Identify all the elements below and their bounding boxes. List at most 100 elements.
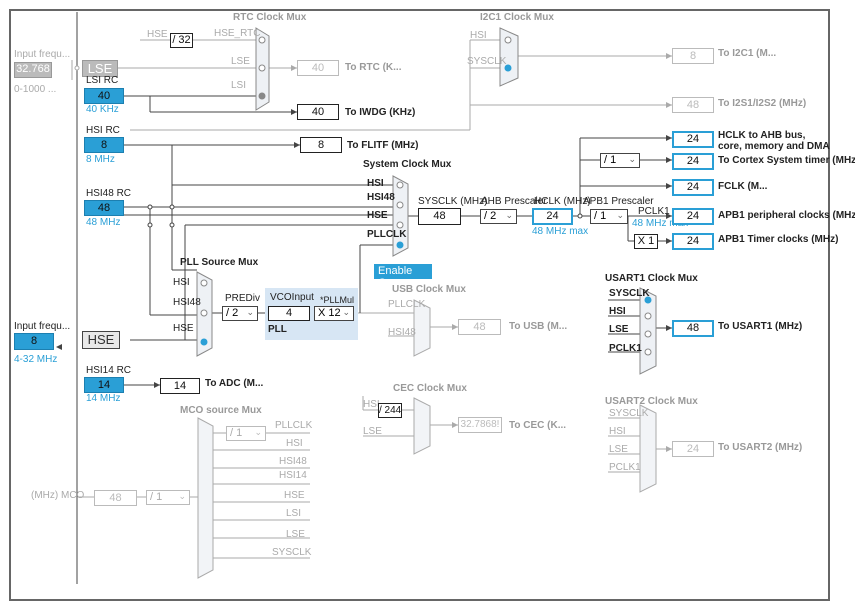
pll-hsi-label: HSI [173,277,190,288]
i2s-value: 48 [672,97,714,113]
lsi-unit: 40 KHz [86,104,119,115]
ahb-prescaler-select[interactable]: / 2⌄ [480,209,517,224]
hse-block: HSE [82,331,120,349]
lse-input-label: Input frequ... [14,49,71,60]
pll-mul-value: X 12 [318,307,341,319]
mco-output-divider-select[interactable]: / 1⌄ [146,490,190,505]
usb-output-label: To USB (M... [509,321,568,332]
cec-hsi-divider[interactable]: / 244 [378,403,402,418]
cortex-divider-select[interactable]: / 1⌄ [600,153,640,168]
usb-output-value: 48 [458,319,501,335]
mco-output-value: 48 [94,490,137,506]
i2c1-output-label: To I2C1 (M... [718,48,777,59]
cec-output-value: 32.7868! [458,417,502,433]
pll-hse-label: HSE [173,323,194,334]
mco-hsi14-label: HSI14 [279,470,307,481]
apb1-timer-multiplier: X 1 [634,234,658,249]
lse-input-field[interactable]: 32.768 [14,62,52,78]
rtc-output-value: 40 [297,60,339,76]
usart2-mux-title: USART2 Clock Mux [605,396,698,407]
mco-hsi-label: HSI [286,438,303,449]
mco-lse-label: LSE [286,529,305,540]
usart1-hsi-label: HSI [609,306,626,317]
rtc-hse-rtc-label: HSE_RTC [214,28,261,39]
sysclk-label: SYSCLK (MHz) [418,196,488,207]
hclk-input[interactable]: 24 [532,208,573,225]
hclk-ahb-label: HCLK to AHB bus, core, memory and DMA (M… [718,130,830,152]
mco-pll-divider-select[interactable]: / 1⌄ [226,426,266,441]
pclk1-label: PCLK1 [638,206,670,217]
ahb-prescaler-value: / 2 [484,210,497,222]
apb1-prescaler-value: / 1 [594,210,607,222]
sys-mux-hsi48-label: HSI48 [367,192,395,203]
fclk-label: FCLK (M... [718,181,768,192]
hse-input-field[interactable]: 8 [14,333,54,350]
iwdg-value: 40 [297,104,339,120]
sysclk-value: 48 [418,208,461,225]
rtc-mux-title: RTC Clock Mux [233,12,307,23]
i2c1-mux-title: I2C1 Clock Mux [480,12,554,23]
prediv-select[interactable]: / 2⌄ [222,306,258,321]
hsi14-unit: 14 MHz [86,393,121,404]
apb1-prescaler-label: APB1 Prescaler [583,196,654,207]
cec-hsi-label: HSI [363,399,380,410]
apb1-timer-value: 24 [672,233,714,250]
chevron-down-icon: ⌄ [246,307,254,317]
pll-source-mux-title: PLL Source Mux [180,257,259,268]
cec-mux-shape [413,397,431,455]
sys-mux-hsi-label: HSI [367,178,384,189]
usart1-sysclk-label: SYSCLK [609,288,650,299]
usb-mux-shape [413,299,431,357]
cec-mux-title: CEC Clock Mux [393,383,467,394]
usart2-sysclk-label: SYSCLK [609,408,649,419]
lsi-label: LSI RC [86,75,119,86]
cortex-timer-value: 24 [672,153,714,170]
hclk-max: 48 MHz max [532,226,589,237]
rtc-hse-label: HSE [147,29,168,40]
lse-block: LSE [82,60,118,77]
usart1-lse-label: LSE [609,324,629,335]
apb1-peripheral-value: 24 [672,208,714,225]
system-mux-title: System Clock Mux [363,159,452,170]
pll-hsi48-label: HSI48 [173,297,201,308]
mco-sysclk-label: SYSCLK [272,547,312,558]
usart2-hsi-label: HSI [609,426,626,437]
pll-mul-label: *PLLMul [320,295,355,305]
cec-output-label: To CEC (K... [509,420,567,431]
flitf-value: 8 [300,137,342,153]
pclk1-max: 48 MHz max [632,218,689,229]
hsi48-label: HSI48 RC [86,188,132,199]
apb1-timer-label: APB1 Timer clocks (MHz) [718,234,839,245]
usb-mux-title: USB Clock Mux [392,284,466,295]
chevron-down-icon: ⌄ [254,427,262,437]
hsi48-unit: 48 MHz [86,217,121,228]
lse-range: 0-1000 ... [14,84,57,95]
usart2-output-label: To USART2 (MHz) [718,442,803,453]
hsi-value: 8 [84,137,124,153]
apb1-prescaler-select[interactable]: / 1⌄ [590,209,628,224]
adc-label: To ADC (M... [205,378,264,389]
cec-lse-label: LSE [363,426,382,437]
mco-pllclk-label: PLLCLK [275,420,313,431]
mco-output-label: (MHz) MCO [31,490,85,501]
usart2-mux-shape [639,404,657,493]
rtc-hse-divider[interactable]: / 32 [170,33,193,48]
hse-range: 4-32 MHz [14,354,58,365]
hsi-label: HSI RC [86,125,120,136]
pll-mul-select[interactable]: X 12⌄ [314,306,354,321]
usart2-output-value: 24 [672,441,714,457]
i2s-label: To I2S1/I2S2 (MHz) [718,98,807,109]
mco-mux-shape [197,417,214,579]
hsi14-value: 14 [84,377,124,393]
enable-css-button[interactable]: Enable C... [374,264,432,289]
hsi-unit: 8 MHz [86,154,115,165]
sys-mux-hse-label: HSE [367,210,388,221]
hclk-label: HCLK (MHz) [534,196,591,207]
i2c1-output-value: 8 [672,48,714,64]
flitf-label: To FLITF (MHz) [347,140,419,151]
cortex-timer-label: To Cortex System timer (MHz) [718,155,855,166]
usart1-output-label: To USART1 (MHz) [718,321,803,332]
usb-hsi48-label: HSI48 [388,327,416,338]
adc-value: 14 [160,378,200,394]
